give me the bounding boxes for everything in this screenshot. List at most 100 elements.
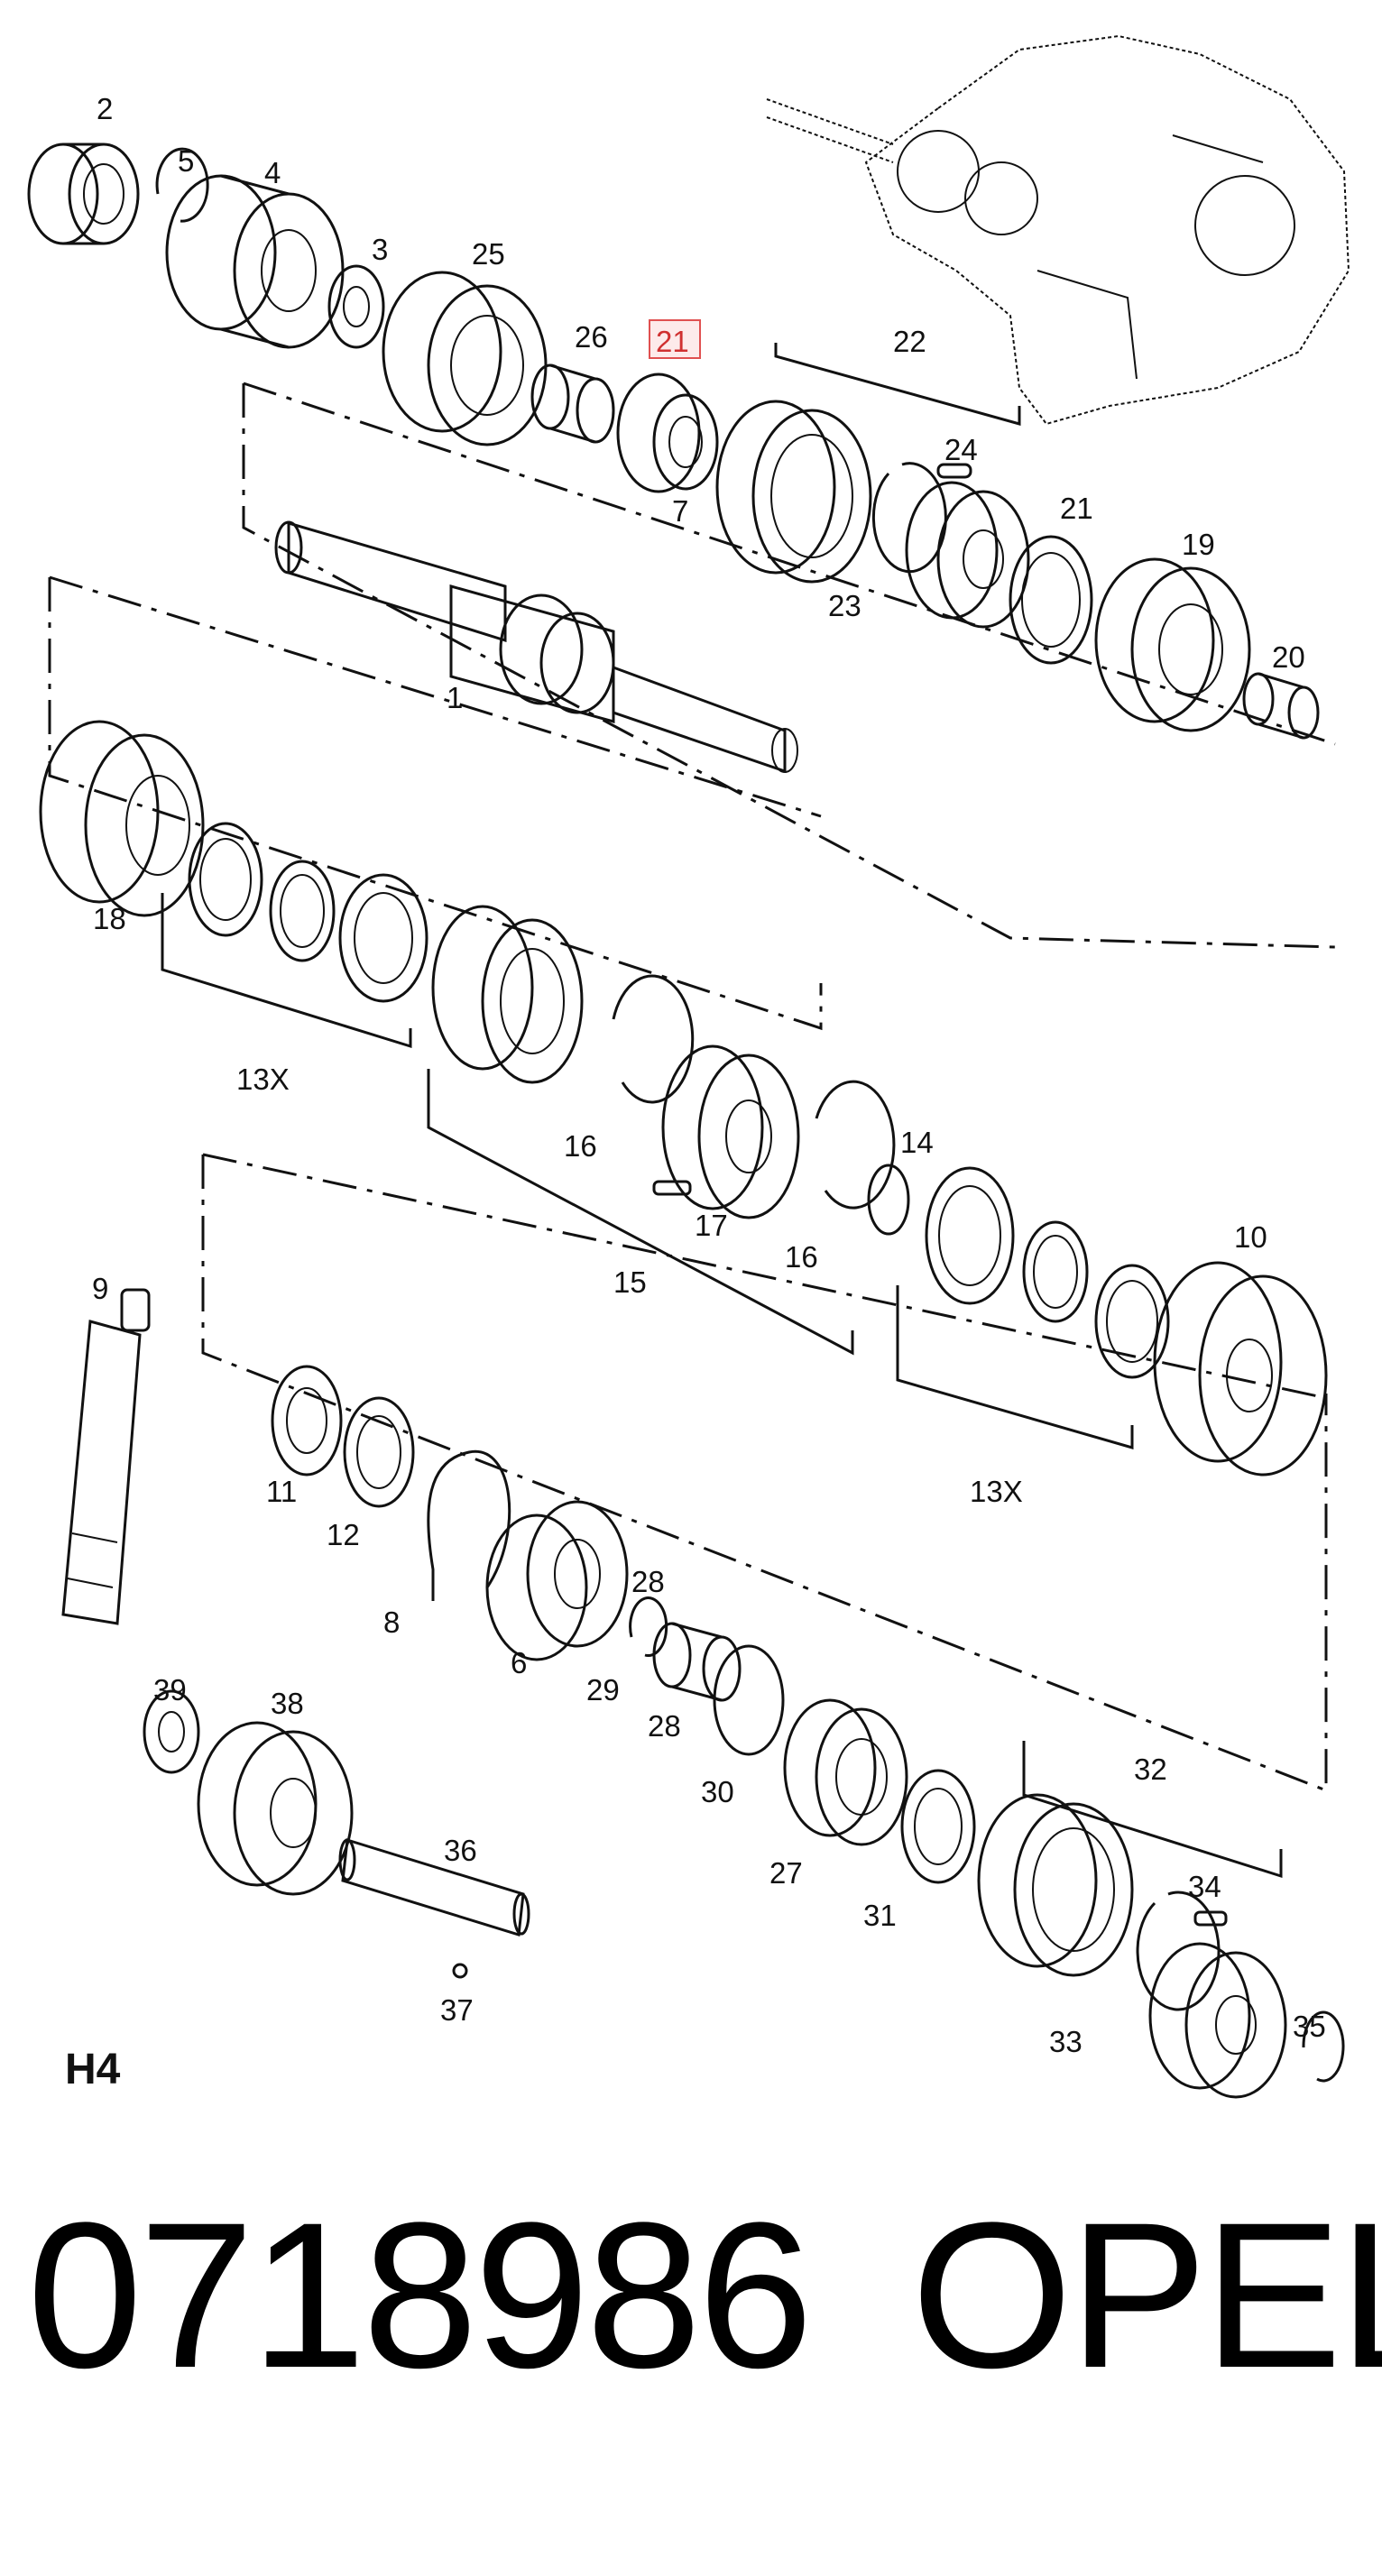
label-37: 37 <box>440 1993 474 2027</box>
part-29-circlip <box>629 1596 668 1658</box>
label-38: 38 <box>271 1687 304 1720</box>
label-14: 14 <box>900 1126 934 1159</box>
label-35: 35 <box>1293 2010 1326 2043</box>
bracket-13x-right <box>896 1285 1134 1449</box>
part-13-synchro-set-left <box>188 822 428 1003</box>
bracket-13x-left <box>161 893 412 1049</box>
label-31: 31 <box>863 1899 897 1932</box>
label-26: 26 <box>575 320 608 354</box>
label-30: 30 <box>701 1775 734 1808</box>
bracket-32 <box>1022 1741 1283 1879</box>
label-33: 33 <box>1049 2025 1083 2058</box>
label-16-left: 16 <box>564 1129 597 1163</box>
bracket-15 <box>427 1069 854 1356</box>
label-23: 23 <box>828 589 861 622</box>
part-35-circlip <box>1302 2010 1345 2083</box>
label-18: 18 <box>93 902 126 935</box>
part-5-circlip <box>155 147 209 223</box>
label-19: 19 <box>1182 528 1215 561</box>
part-23-circlip <box>871 462 947 574</box>
part-2-bearing <box>27 143 140 245</box>
part-37-ball <box>452 1963 468 1979</box>
part-20-bearing <box>1242 672 1320 740</box>
label-13x-right: 13X <box>970 1475 1023 1508</box>
part-27-gear <box>783 1698 908 1846</box>
part-1-mainshaft <box>274 520 798 774</box>
label-32: 32 <box>1134 1753 1167 1786</box>
part-21-ring <box>1009 535 1093 665</box>
part-14-ring <box>867 1164 910 1236</box>
label-6: 6 <box>511 1646 527 1679</box>
part-36-shaft <box>338 1838 530 1937</box>
part-17-key <box>652 1180 692 1196</box>
label-36: 36 <box>444 1834 477 1867</box>
part-31-synchro-ring <box>900 1769 976 1884</box>
label-21-highlighted: 21 <box>656 325 689 358</box>
part-11-thrust-bearing <box>271 1365 343 1477</box>
part-9-sealant-tube <box>61 1288 151 1625</box>
label-24: 24 <box>944 433 978 466</box>
part-15-synchro-hub <box>431 905 896 1219</box>
label-8: 8 <box>383 1605 400 1639</box>
part-10-gear <box>1153 1261 1328 1477</box>
label-17: 17 <box>695 1209 728 1242</box>
part-12-washer <box>343 1396 415 1508</box>
label-28-top: 28 <box>631 1565 665 1598</box>
label-28-bottom: 28 <box>648 1709 681 1743</box>
part-28-needle-bearing <box>652 1622 742 1702</box>
assembly-line-top-edge <box>243 382 1336 746</box>
label-20: 20 <box>1272 640 1305 674</box>
part-13-synchro-set-right <box>925 1166 1170 1379</box>
part-25-gear <box>382 271 548 446</box>
part-16-circlip-left <box>612 974 695 1104</box>
label-10: 10 <box>1234 1220 1267 1254</box>
label-34: 34 <box>1188 1870 1221 1903</box>
label-11: 11 <box>266 1475 297 1508</box>
part-21-hub <box>905 481 1030 629</box>
part-6-bearing <box>485 1500 629 1661</box>
label-15: 15 <box>613 1265 647 1299</box>
assembly-line-mid-edge <box>49 575 822 818</box>
label-3: 3 <box>372 233 388 266</box>
label-5: 5 <box>178 144 194 178</box>
label-27: 27 <box>769 1856 803 1890</box>
label-4: 4 <box>264 156 281 189</box>
section-code: H4 <box>65 2046 121 2093</box>
part-22-sleeve <box>715 400 872 584</box>
part-33-circlip <box>1136 1891 1221 2011</box>
label-21: 21 <box>1060 492 1093 525</box>
part-38-gear <box>197 1721 354 1896</box>
part-4-gear <box>165 174 345 349</box>
part-8-oil-pipe <box>427 1449 511 1601</box>
part-19-gear <box>1094 557 1251 732</box>
label-25: 25 <box>472 237 505 271</box>
part-3-ring <box>327 264 385 349</box>
part-32-sleeve <box>977 1793 1134 1977</box>
label-9: 9 <box>92 1272 108 1305</box>
label-16-right: 16 <box>785 1240 818 1274</box>
part-number: 0718986 <box>27 2179 813 2411</box>
part-24-key <box>936 463 972 479</box>
part-34-key <box>1193 1910 1228 1927</box>
label-13x-left: 13X <box>236 1063 290 1096</box>
part-18-gear <box>39 720 205 917</box>
part-39-washer <box>143 1689 200 1774</box>
assembly-line-low-edge <box>202 1153 1327 1400</box>
assembly-line-upper <box>242 383 1336 949</box>
transmission-housing-drawing <box>766 34 1350 426</box>
highlight-box <box>649 319 701 359</box>
label-12: 12 <box>327 1518 360 1551</box>
part-26-needle-bearing <box>530 363 615 444</box>
bracket-22 <box>774 343 1021 426</box>
part-16-circlip-right <box>815 1080 896 1210</box>
part-32-hub <box>1148 1942 1287 2099</box>
part-30-ring <box>713 1644 785 1756</box>
brand-name: OPEL <box>911 2179 1382 2411</box>
label-2: 2 <box>97 92 113 125</box>
label-7: 7 <box>672 494 688 528</box>
label-39: 39 <box>153 1673 187 1707</box>
label-1: 1 <box>447 681 463 714</box>
part-7-synchro-ring <box>616 373 719 493</box>
label-22: 22 <box>893 325 926 358</box>
